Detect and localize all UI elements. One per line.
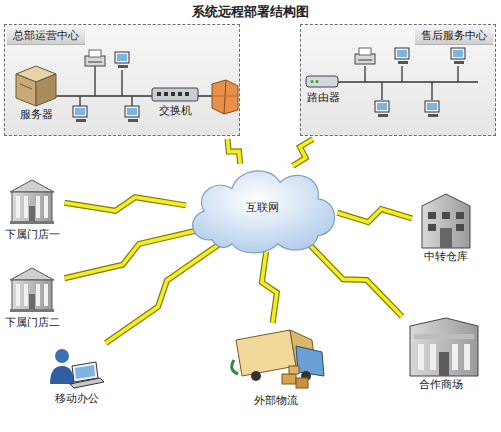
computer-icon: [375, 101, 389, 117]
lightning-link: [228, 139, 241, 164]
bolt-outline: [228, 139, 241, 164]
icon-space: [441, 316, 442, 378]
lightning-link: [65, 230, 198, 278]
group-heading: 总部运营中心: [7, 27, 85, 45]
icon-space: [77, 346, 78, 392]
device-label: 路由器: [305, 91, 342, 105]
computer-icon: [73, 106, 87, 122]
bolt-outline: [65, 197, 187, 211]
bolt-outline: [337, 209, 412, 222]
diagram-title: 系统远程部署结构图: [0, 3, 501, 21]
mall-icon: [410, 318, 478, 376]
store-icon: [10, 268, 54, 312]
device-label: 中转仓库: [422, 250, 470, 264]
icon-space: [446, 192, 447, 250]
group-ground: [4, 24, 240, 136]
lightning-link: [293, 139, 313, 166]
mall-node: 合作商场: [405, 316, 477, 392]
computer-icon: [115, 52, 129, 68]
computer-icon: [451, 48, 465, 64]
switch-icon: [152, 88, 198, 101]
device-label: 合作商场: [417, 378, 465, 392]
lightning-link: [308, 243, 402, 317]
internet-cloud: 互联网: [182, 156, 342, 258]
device-label: 下属门店一: [3, 228, 62, 242]
bolt-outline: [308, 243, 402, 317]
firewall-icon: [212, 80, 238, 114]
mobile-office-icon: [50, 349, 104, 388]
warehouse-icon: [422, 194, 470, 248]
mobile-node: 移动办公: [40, 346, 114, 406]
server-node: 服务器: [8, 62, 64, 122]
service-lan: [338, 66, 478, 100]
icon-space: [36, 62, 37, 108]
device-label: 下属门店二: [3, 316, 62, 330]
icon-space: [32, 178, 33, 228]
device-label: 外部物流: [252, 394, 300, 408]
computer-icon: [425, 101, 439, 117]
service-group: 售后服务中心路由器: [300, 24, 496, 136]
icon-space: [175, 84, 176, 104]
server-icon: [16, 66, 56, 106]
logistics-node: 外部物流: [228, 326, 324, 408]
store-node: 下属门店一: [3, 178, 62, 242]
bolt-outline: [106, 244, 220, 343]
icon-space: [276, 326, 277, 394]
router-node: 路由器: [300, 74, 346, 105]
lightning-link: [262, 252, 277, 323]
store-node: 下属门店二: [3, 266, 62, 330]
group-heading: 售后服务中心: [415, 27, 493, 45]
lightning-link: [337, 209, 412, 222]
icon-space: [32, 266, 33, 316]
hq-group: 总部运营中心服务器 交换机: [4, 24, 240, 136]
device-label: 服务器: [18, 108, 55, 122]
cloud-label: 互联网: [246, 200, 279, 215]
group-ground: [300, 24, 496, 136]
store-icon: [10, 180, 54, 224]
bolt-outline: [262, 252, 277, 323]
device-label: 交换机: [157, 104, 194, 118]
warehouse-node: 中转仓库: [415, 192, 477, 264]
printer-icon: [355, 48, 375, 64]
computer-icon: [395, 48, 409, 64]
printer-icon: [85, 50, 105, 66]
computer-icon: [125, 106, 139, 122]
router-icon: [306, 76, 338, 87]
lightning-link: [106, 244, 220, 343]
device-label: 移动办公: [53, 392, 101, 406]
hq-lan: [50, 66, 212, 106]
bolt-outline: [293, 139, 313, 166]
truck-icon: [232, 330, 324, 388]
lightning-link: [65, 197, 187, 211]
icon-space: [323, 74, 324, 91]
switch-node: 交换机: [150, 84, 200, 118]
